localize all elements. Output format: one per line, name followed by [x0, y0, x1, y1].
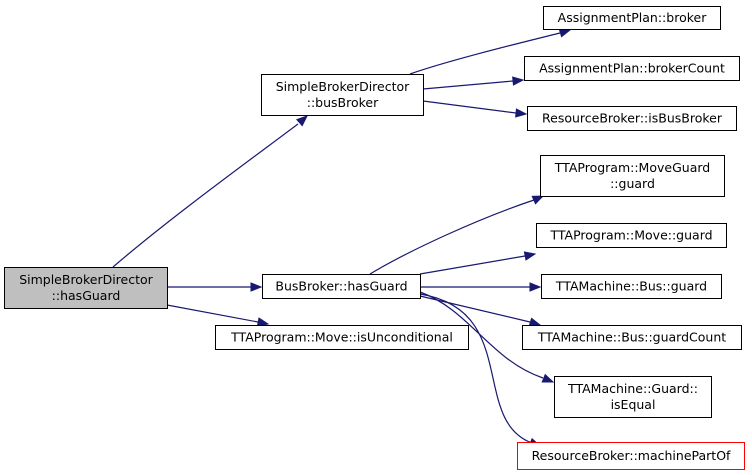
- arrowhead: [558, 28, 572, 38]
- node-moveGuardGuard[interactable]: TTAProgram::MoveGuard::guard: [540, 155, 725, 197]
- node-apBroker[interactable]: AssignmentPlan::broker: [543, 6, 721, 30]
- edge-line: [166, 304, 259, 323]
- arrowhead: [541, 373, 555, 383]
- edge-bbHasGuard-to-moveGuardGuard: [369, 195, 545, 275]
- node-bbHasGuard[interactable]: BusBroker::hasGuard: [262, 274, 421, 299]
- edge-hasGuardDirector-to-busBrokerDirector: [112, 115, 309, 268]
- node-label: TTAMachine::Guard::: [567, 381, 698, 396]
- arrowhead: [529, 282, 542, 292]
- node-box: [4, 267, 168, 309]
- node-label: TTAProgram::MoveGuard: [554, 160, 710, 175]
- node-box: [540, 155, 725, 197]
- edge-bbHasGuard-to-rbMachinePartOf: [419, 293, 542, 447]
- node-label: isEqual: [611, 397, 656, 412]
- node-label: TTAMachine::Bus::guardCount: [537, 330, 726, 345]
- node-label: SimpleBrokerDirector: [276, 79, 410, 94]
- node-hasGuardDirector[interactable]: SimpleBrokerDirector::hasGuard: [4, 267, 168, 309]
- node-label: AssignmentPlan::broker: [558, 10, 708, 25]
- node-apBrokerCount[interactable]: AssignmentPlan::brokerCount: [524, 56, 740, 81]
- node-rbMachinePartOf[interactable]: ResourceBroker::machinePartOf: [517, 442, 745, 470]
- node-moveGuard[interactable]: TTAProgram::Move::guard: [536, 223, 727, 248]
- node-label: SimpleBrokerDirector: [19, 272, 153, 287]
- node-box: [215, 325, 469, 350]
- edge-busBrokerDirector-to-apBrokerCount: [422, 76, 525, 90]
- node-label: TTAMachine::Bus::guard: [555, 279, 707, 294]
- node-label: ::hasGuard: [52, 288, 121, 303]
- edge-busBrokerDirector-to-rbIsBusBroker: [422, 100, 528, 118]
- node-label: ResourceBroker::machinePartOf: [532, 448, 731, 463]
- node-label: ResourceBroker::isBusBroker: [542, 111, 723, 126]
- edge-hasGuardDirector-to-bbHasGuard: [167, 282, 263, 292]
- node-box: [554, 376, 712, 418]
- edge-line: [409, 32, 561, 75]
- node-label: TTAProgram::Move::guard: [549, 228, 712, 243]
- arrowhead: [515, 108, 528, 118]
- edge-bbHasGuard-to-moveGuard: [419, 251, 537, 275]
- node-box: [524, 56, 740, 81]
- arrowhead: [531, 195, 545, 205]
- node-moveIsUncond[interactable]: TTAProgram::Move::isUnconditional: [215, 325, 469, 350]
- edge-line: [422, 80, 514, 90]
- edge-line: [112, 123, 299, 268]
- edge-hasGuardDirector-to-moveIsUncond: [166, 304, 270, 327]
- edge-line: [422, 100, 517, 114]
- node-box: [527, 106, 737, 131]
- arrowhead: [523, 251, 537, 261]
- arrowhead: [256, 317, 270, 327]
- node-busGuard[interactable]: TTAMachine::Bus::guard: [541, 274, 722, 299]
- edge-line: [369, 199, 535, 275]
- node-guardIsEqual[interactable]: TTAMachine::Guard::isEqual: [554, 376, 712, 418]
- node-label: BusBroker::hasGuard: [275, 279, 407, 294]
- node-box: [262, 274, 421, 299]
- node-rbIsBusBroker[interactable]: ResourceBroker::isBusBroker: [527, 106, 737, 131]
- node-box: [517, 442, 745, 470]
- node-busGuardCount[interactable]: TTAMachine::Bus::guardCount: [522, 325, 742, 350]
- arrowhead: [512, 76, 525, 86]
- node-box: [522, 325, 742, 350]
- node-label: ::guard: [610, 176, 655, 191]
- node-busBrokerDirector[interactable]: SimpleBrokerDirector::busBroker: [261, 74, 424, 116]
- node-box: [543, 6, 721, 30]
- node-box: [536, 223, 727, 248]
- nodes-layer: SimpleBrokerDirector::hasGuardSimpleBrok…: [4, 6, 745, 470]
- node-label: ::busBroker: [307, 95, 379, 110]
- edge-line: [419, 293, 533, 444]
- node-box: [261, 74, 424, 116]
- arrowhead: [528, 317, 542, 327]
- node-box: [541, 274, 722, 299]
- arrowhead: [296, 115, 309, 127]
- edge-line: [419, 255, 526, 275]
- node-label: TTAProgram::Move::isUnconditional: [230, 330, 453, 345]
- arrowhead: [250, 282, 263, 292]
- node-label: AssignmentPlan::brokerCount: [539, 61, 725, 76]
- edge-bbHasGuard-to-busGuard: [420, 282, 542, 292]
